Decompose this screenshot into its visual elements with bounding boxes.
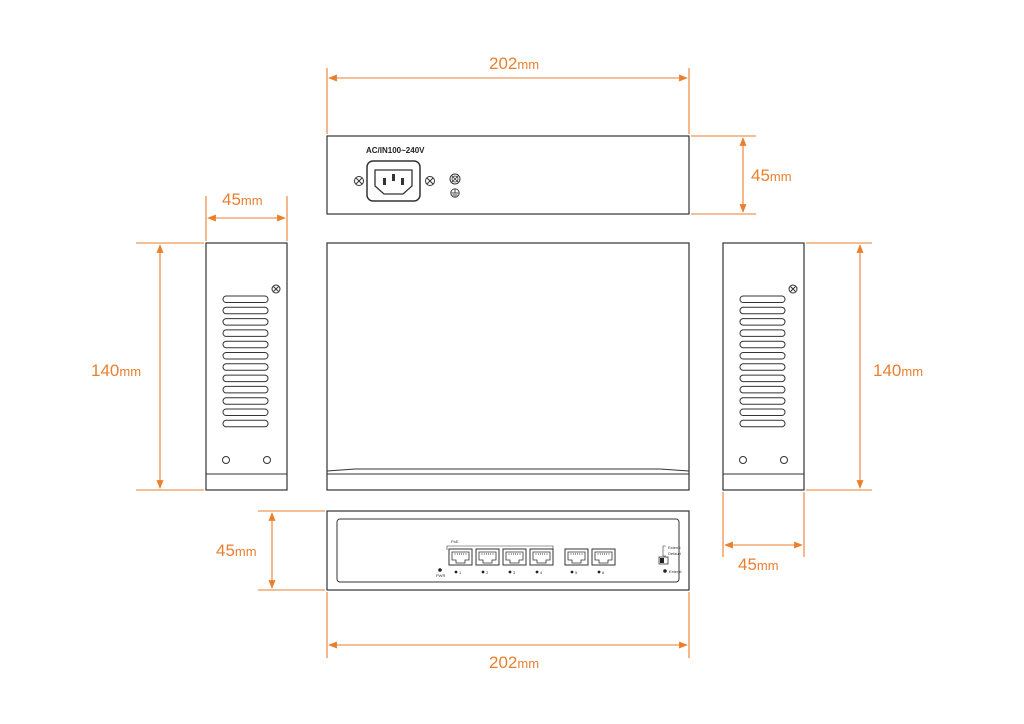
- ethernet-port: 1: [448, 548, 473, 575]
- power-inlet-icon: [366, 160, 421, 202]
- screw-icon: [425, 176, 435, 186]
- vent-slot: [739, 318, 786, 326]
- vent-slot: [222, 295, 269, 303]
- power-led-label: PWR: [436, 573, 445, 578]
- ethernet-port: 2: [475, 548, 500, 575]
- top-width-label: 202mm: [489, 54, 539, 73]
- vent-slots: [222, 295, 269, 428]
- vent-slot: [222, 397, 269, 405]
- vent-slot: [222, 419, 269, 428]
- extend-led: [663, 569, 667, 573]
- vent-slot: [739, 306, 786, 315]
- port-led: [481, 570, 485, 574]
- mode-switch[interactable]: Extend Default: [658, 545, 682, 565]
- power-rating-label: AC/IN100~240V: [366, 146, 425, 155]
- top-view: [326, 242, 690, 491]
- ethernet-ports: 1 2 3 4 5 6: [448, 548, 616, 575]
- ethernet-port: 4: [529, 548, 554, 575]
- ethernet-port: 3: [502, 548, 527, 575]
- mount-hole: [263, 456, 271, 464]
- switch-label-default: Default: [668, 551, 682, 556]
- mount-hole: [780, 456, 788, 464]
- vent-slot: [739, 397, 786, 405]
- vent-slot: [739, 419, 786, 428]
- rear-height-label: 45mm: [751, 166, 792, 185]
- port-number-label: 4: [540, 570, 543, 575]
- front-panel-bezel: [336, 518, 680, 583]
- vent-slot: [739, 329, 786, 337]
- dimension-lines: [136, 68, 872, 658]
- vent-slot: [739, 408, 786, 416]
- vent-slot: [222, 352, 269, 360]
- vent-slot: [739, 352, 786, 360]
- vent-slot: [739, 363, 786, 371]
- port-number-label: 5: [575, 570, 578, 575]
- vent-slot: [222, 340, 269, 349]
- left-side-width-label: 45mm: [222, 190, 263, 209]
- vent-slot: [222, 363, 269, 371]
- vent-slot: [739, 374, 786, 383]
- vent-slot: [222, 306, 269, 315]
- vent-slot: [739, 340, 786, 349]
- screw-icon: [354, 176, 364, 186]
- port-number-label: 1: [459, 570, 462, 575]
- vent-slots: [739, 295, 786, 428]
- top-panel-body: [326, 242, 690, 491]
- screw-icon: [788, 284, 798, 294]
- port-number-label: 2: [486, 570, 489, 575]
- bottom-width-label: 202mm: [489, 653, 539, 672]
- mount-hole: [739, 456, 747, 464]
- mount-hole: [222, 456, 230, 464]
- port-number-label: 6: [602, 570, 605, 575]
- port-led: [597, 570, 601, 574]
- front-view: PoE 1 2 3 4 5 6 PWR Extend Default Extend: [326, 510, 690, 591]
- ground-screw-icon: [449, 173, 461, 185]
- rear-view: AC/IN100~240V: [326, 135, 690, 215]
- switch-label-extend: Extend: [668, 545, 680, 550]
- left-side-view: [205, 242, 288, 491]
- right-side-view: [722, 242, 805, 491]
- port-led: [454, 570, 458, 574]
- port-led: [570, 570, 574, 574]
- vent-slot: [222, 318, 269, 326]
- port-number-label: 3: [513, 570, 516, 575]
- ground-symbol-icon: [450, 188, 460, 198]
- vent-slot: [222, 408, 269, 416]
- screw-icon: [271, 284, 281, 294]
- ethernet-port: 5: [564, 548, 589, 575]
- left-side-height-label: 140mm: [91, 361, 141, 380]
- vent-slot: [222, 374, 269, 383]
- vent-slot: [739, 295, 786, 303]
- right-side-width-label: 45mm: [738, 555, 779, 574]
- dimension-labels: 202mm 202mm 45mm 45mm 140mm 140mm 45mm 4…: [91, 54, 923, 672]
- vent-slot: [739, 385, 786, 394]
- port-led: [508, 570, 512, 574]
- front-height-label: 45mm: [216, 541, 257, 560]
- power-led: [438, 568, 442, 572]
- poe-label: PoE: [451, 539, 459, 544]
- right-side-height-label: 140mm: [873, 361, 923, 380]
- port-led: [535, 570, 539, 574]
- ethernet-port: 6: [591, 548, 616, 575]
- vent-slot: [222, 329, 269, 337]
- vent-slot: [222, 385, 269, 394]
- extend-led-label: Extend: [669, 569, 681, 574]
